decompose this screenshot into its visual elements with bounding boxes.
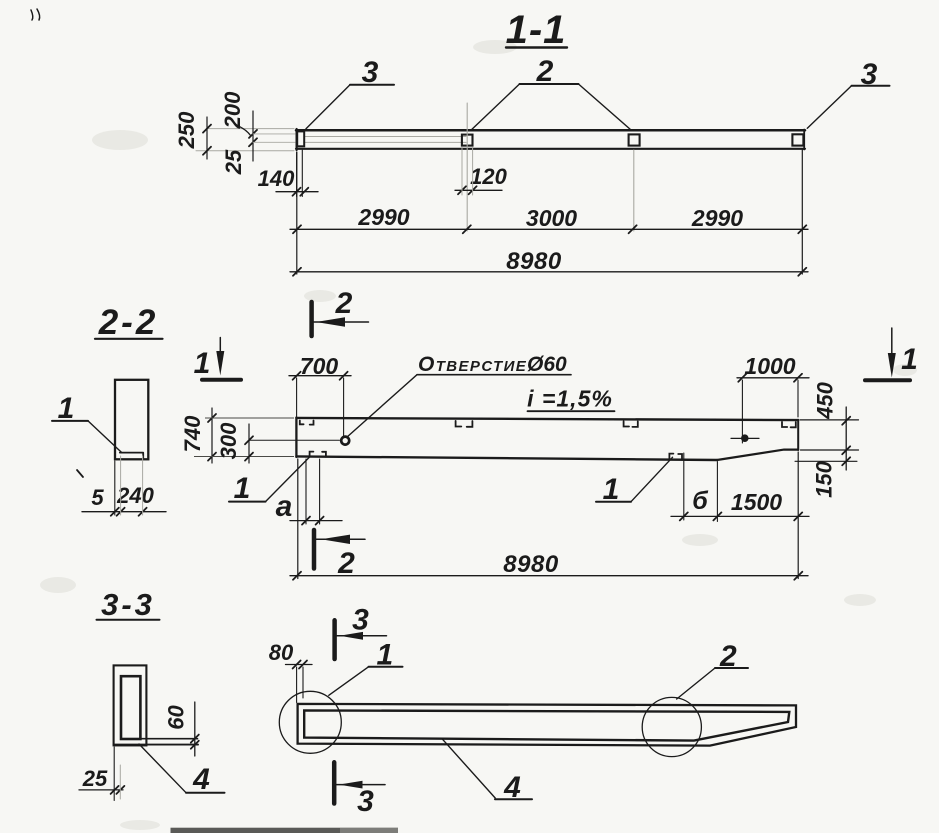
svg-text:2-2: 2-2	[98, 303, 159, 342]
svg-text:1: 1	[603, 473, 620, 506]
svg-text:140: 140	[258, 166, 295, 191]
svg-text:1000: 1000	[744, 353, 795, 379]
svg-text:740: 740	[180, 415, 205, 452]
svg-text:1500: 1500	[731, 489, 782, 515]
svg-text:3-3: 3-3	[101, 587, 155, 622]
svg-text:80: 80	[269, 640, 294, 665]
svg-text:2: 2	[337, 547, 355, 580]
svg-text:4: 4	[192, 763, 210, 796]
svg-text:3: 3	[357, 785, 374, 818]
svg-text:4: 4	[503, 771, 521, 804]
svg-text:2990: 2990	[357, 204, 409, 230]
svg-text:450: 450	[813, 381, 838, 419]
svg-text:150: 150	[812, 460, 837, 497]
svg-text:120: 120	[470, 164, 507, 189]
svg-text:б: б	[692, 487, 709, 515]
svg-text:1-1: 1-1	[506, 8, 567, 52]
svg-text:1: 1	[901, 343, 918, 376]
svg-text:60: 60	[164, 705, 189, 730]
svg-text:250: 250	[174, 111, 199, 149]
svg-text:1: 1	[234, 472, 251, 505]
svg-text:25: 25	[221, 149, 246, 175]
svg-text:700: 700	[300, 353, 339, 379]
svg-text:3: 3	[362, 56, 379, 89]
svg-text:300: 300	[216, 422, 241, 459]
svg-text:8980: 8980	[503, 551, 559, 578]
svg-text:Ø60: Ø60	[527, 353, 567, 376]
svg-text:25: 25	[82, 766, 108, 791]
svg-text:2: 2	[536, 55, 554, 88]
svg-text:Отверстие: Отверстие	[418, 353, 527, 376]
svg-text:3: 3	[352, 604, 369, 637]
svg-text:3000: 3000	[526, 205, 577, 231]
svg-text:2: 2	[335, 287, 353, 320]
svg-text:2990: 2990	[691, 205, 743, 231]
svg-text:1: 1	[194, 347, 211, 380]
svg-text:5: 5	[91, 485, 104, 510]
svg-text:240: 240	[116, 483, 154, 508]
svg-text:1: 1	[58, 392, 75, 425]
svg-text:2: 2	[719, 640, 737, 673]
svg-text:8980: 8980	[506, 248, 562, 275]
svg-text:3: 3	[861, 58, 878, 91]
svg-text:а: а	[276, 490, 293, 523]
svg-text:200: 200	[220, 91, 245, 129]
svg-text:1: 1	[376, 639, 393, 672]
svg-text:i =1,5%: i =1,5%	[527, 386, 613, 412]
